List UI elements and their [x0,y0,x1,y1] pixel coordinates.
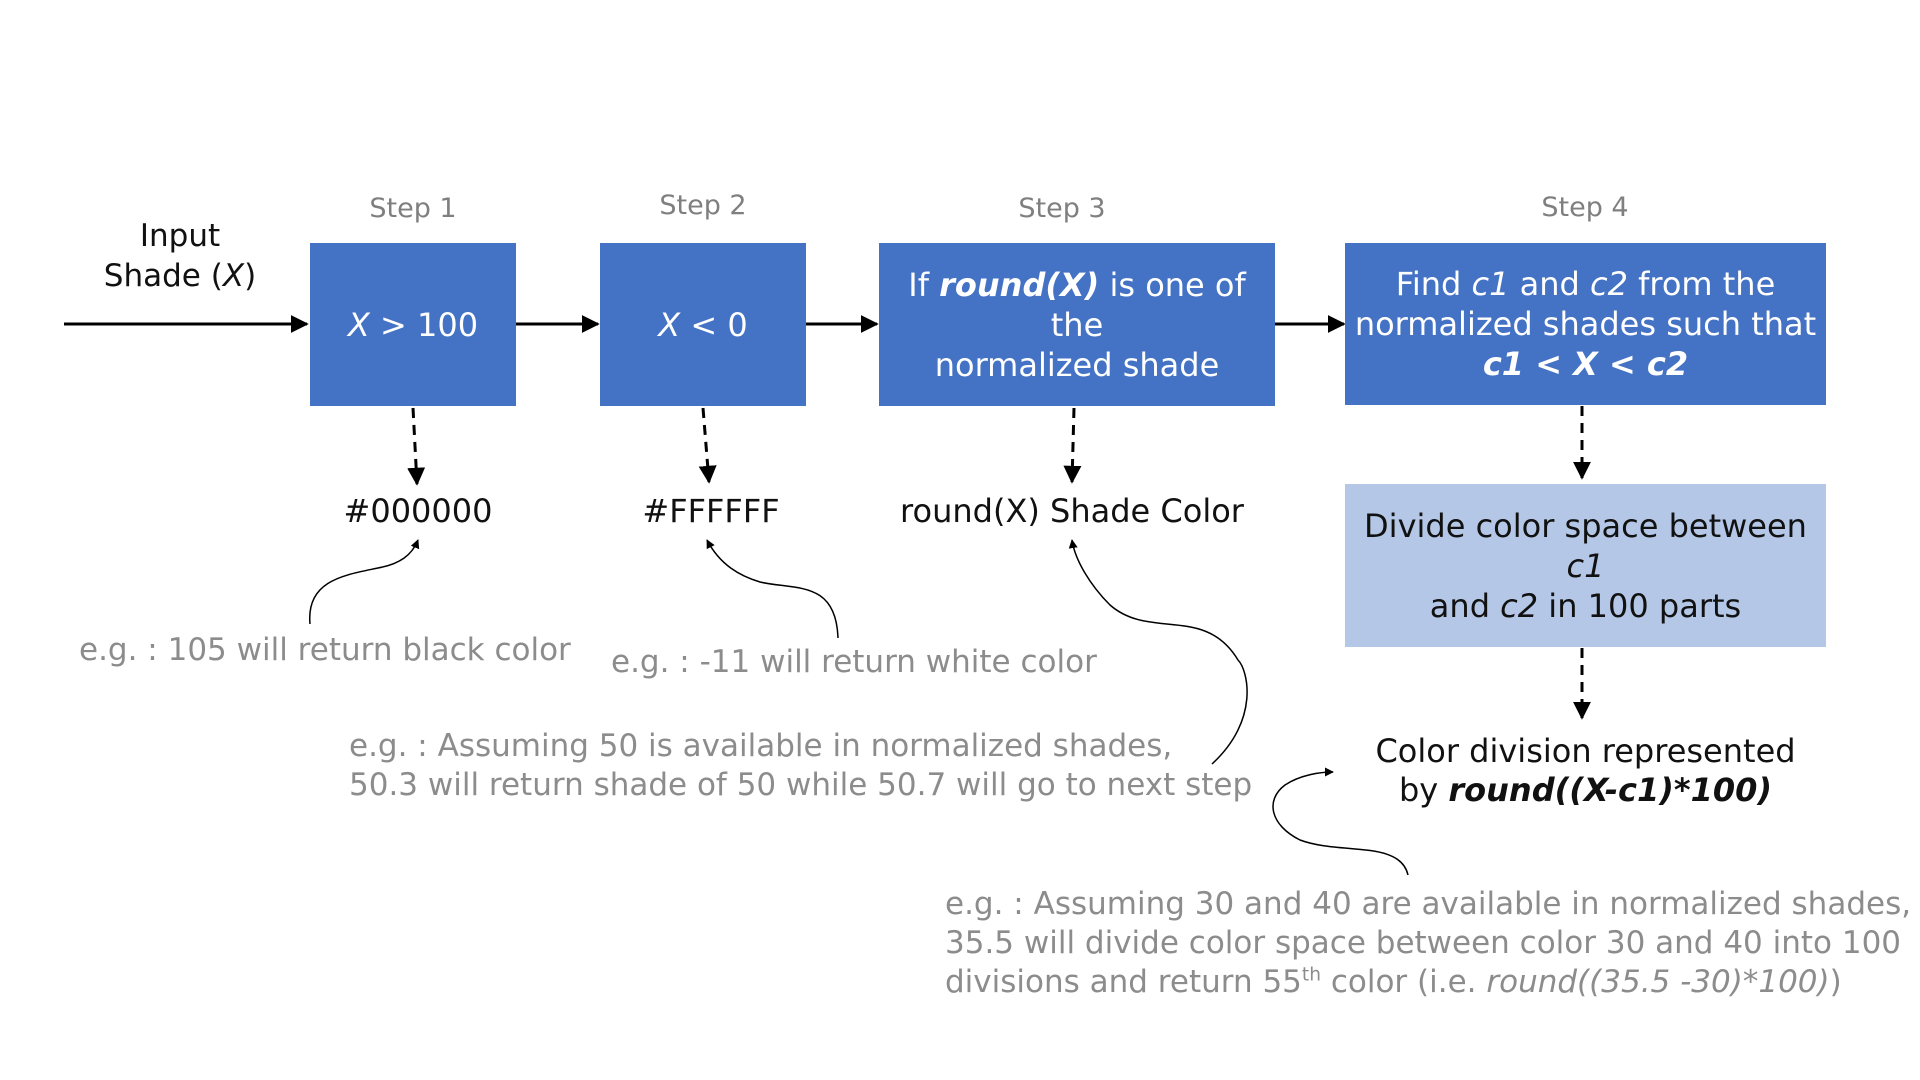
step-3-label: Step 3 [1018,193,1106,224]
step-4-condition: Find c1 and c2 from the normalized shade… [1354,265,1817,383]
input-label-line1: Input [139,218,221,254]
step-3-condition: If round(X) is one of the normalized sha… [908,265,1246,384]
curve-arrow-ex3 [1068,539,1248,765]
step-2-box: X < 0 [600,243,806,406]
step-3-example: e.g. : Assuming 50 is available in norma… [349,728,1253,803]
dashed-arrow-step3 [1063,407,1082,484]
step-1-condition: X > 100 [347,305,479,344]
dashed-arrow-step2 [698,407,717,484]
step-3-box: If round(X) is one of the normalized sha… [879,243,1275,406]
step-4-output: Color division represented by round((X-c… [1375,732,1796,809]
step-1-example: e.g. : 105 will return black color [79,632,571,668]
curve-arrow-ex1 [309,539,420,625]
step-4-label: Step 4 [1541,192,1629,223]
curve-arrow-ex4 [1272,767,1409,876]
curve-arrow-ex2 [706,539,839,639]
input-label-line2: Shade (X) [103,258,257,294]
step-2-label: Step 2 [659,190,747,221]
step-2-output: #FFFFFF [642,492,780,530]
step-4-box: Find c1 and c2 from the normalized shade… [1345,243,1826,405]
step-4-example: e.g. : Assuming 30 and 40 are available … [945,886,1912,1000]
input-label: Input Shade (X) [90,216,270,296]
step-2-condition: X < 0 [658,305,748,344]
step-1-label: Step 1 [369,193,457,224]
step-4-divide-box: Divide color space between c1 and c2 in … [1345,484,1826,647]
step-4-divide-text: Divide color space between c1 and c2 in … [1364,506,1807,625]
step-1-box: X > 100 [310,243,516,406]
step-1-output: #000000 [343,492,493,530]
dashed-arrow-step1 [407,407,426,486]
step-3-output: round(X) Shade Color [900,492,1244,530]
step-2-example: e.g. : -11 will return white color [611,644,1097,680]
